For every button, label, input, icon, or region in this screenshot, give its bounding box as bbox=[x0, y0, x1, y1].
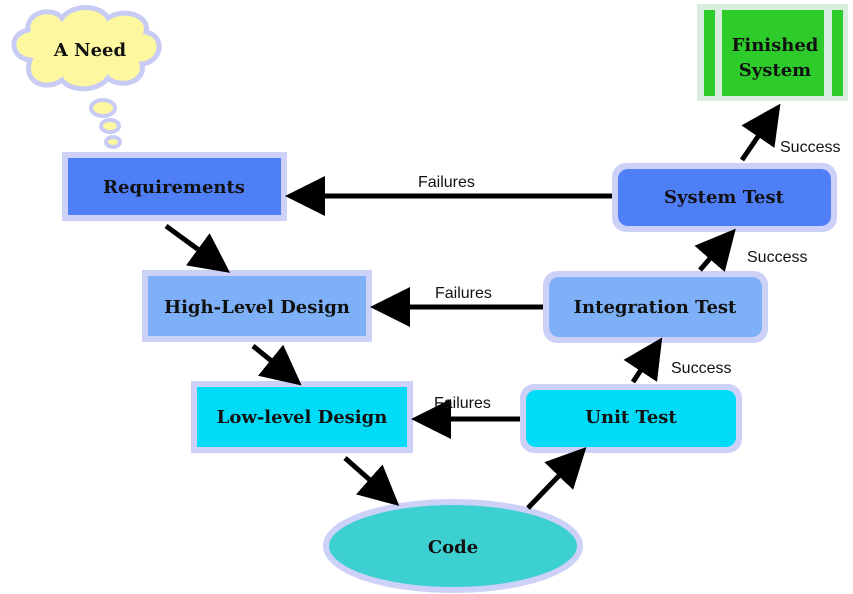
finished-system-stripe bbox=[832, 10, 843, 96]
failures-label-top: Failures bbox=[418, 174, 475, 191]
low-level-design-box: Low-level Design bbox=[191, 381, 413, 453]
need-label: A Need bbox=[53, 40, 127, 61]
arrow-requirements-to-high-level bbox=[164, 223, 231, 273]
cloud-bubble bbox=[99, 118, 121, 134]
finished-system-box: Finished System bbox=[697, 4, 848, 101]
system-test-box: System Test bbox=[612, 163, 837, 232]
system-test-fill bbox=[618, 169, 831, 226]
integration-test-box: Integration Test bbox=[543, 271, 768, 343]
code-node: Code bbox=[323, 499, 583, 593]
need-cloud: A Need bbox=[11, 5, 162, 149]
high-level-design-label: High-Level Design bbox=[164, 297, 350, 318]
cloud-bubble bbox=[89, 98, 117, 118]
requirements-label: Requirements bbox=[103, 177, 245, 198]
finished-system-stripe bbox=[704, 10, 715, 96]
failures-label-bottom: Failures bbox=[434, 395, 491, 412]
requirements-fill bbox=[68, 158, 281, 215]
arrow-integration-to-system-test bbox=[694, 228, 736, 272]
arrow-unit-test-to-integration bbox=[623, 337, 663, 384]
success-label-integration: Success bbox=[747, 249, 807, 266]
arrow-high-level-to-low-level bbox=[251, 344, 302, 386]
arrow-code-to-unit-test bbox=[526, 447, 587, 510]
code-ellipse bbox=[323, 499, 583, 593]
cloud-bubble bbox=[104, 135, 122, 149]
high-level-design-fill bbox=[148, 276, 366, 336]
system-test-label: System Test bbox=[664, 187, 785, 208]
failures-label-mid: Failures bbox=[435, 285, 492, 302]
integration-test-fill bbox=[549, 277, 762, 337]
code-label: Code bbox=[428, 537, 478, 558]
success-label-system: Success bbox=[780, 139, 840, 156]
arrow-low-level-to-code bbox=[343, 456, 400, 506]
low-level-design-label: Low-level Design bbox=[217, 407, 388, 428]
unit-test-fill bbox=[526, 390, 736, 447]
finished-system-stripe bbox=[722, 10, 824, 96]
success-label-unit: Success bbox=[671, 360, 731, 377]
finished-system-line2: System bbox=[739, 60, 811, 81]
finished-system-line1: Finished bbox=[732, 35, 819, 56]
arrow-system-test-to-finished bbox=[739, 103, 781, 162]
low-level-design-fill bbox=[197, 387, 407, 447]
high-level-design-box: High-Level Design bbox=[142, 270, 372, 342]
requirements-box: Requirements bbox=[62, 152, 287, 221]
unit-test-label: Unit Test bbox=[585, 407, 677, 428]
integration-test-label: Integration Test bbox=[574, 297, 737, 318]
cloud-shape bbox=[11, 5, 162, 92]
unit-test-box: Unit Test bbox=[520, 384, 742, 453]
